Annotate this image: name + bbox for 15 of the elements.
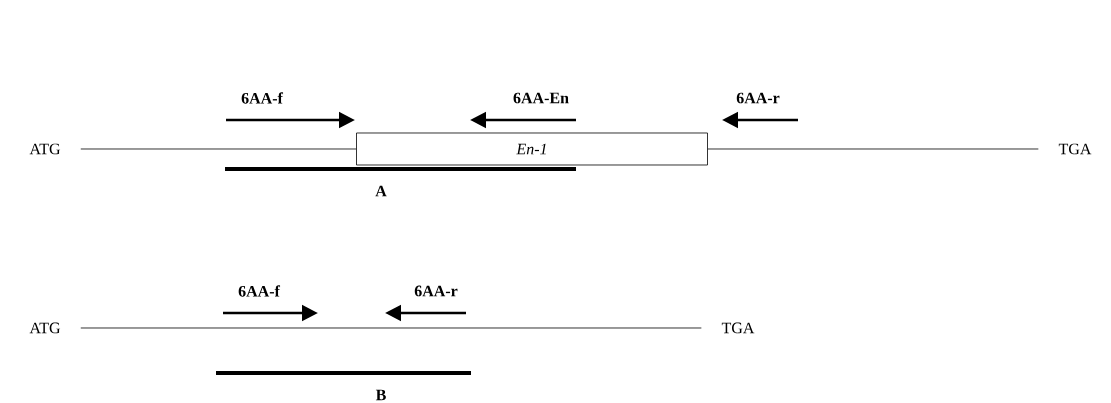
codon-label: ATG bbox=[29, 322, 61, 334]
gene-line bbox=[80, 148, 357, 150]
gene-line bbox=[707, 148, 1039, 150]
product-label: A bbox=[375, 185, 387, 197]
primer-label: 6AA-r bbox=[414, 285, 458, 297]
primer-label: 6AA-f bbox=[238, 285, 281, 297]
primer-label: 6AA-En bbox=[513, 92, 569, 104]
product-label: B bbox=[375, 389, 386, 401]
primer-label: 6AA-f bbox=[241, 92, 284, 104]
gene-line bbox=[80, 327, 702, 329]
codon-label: ATG bbox=[29, 143, 61, 155]
gene-box: En-1 bbox=[356, 132, 708, 166]
primer-label: 6AA-r bbox=[736, 92, 780, 104]
codon-label: TGA bbox=[721, 322, 755, 334]
codon-label: TGA bbox=[1058, 143, 1092, 155]
